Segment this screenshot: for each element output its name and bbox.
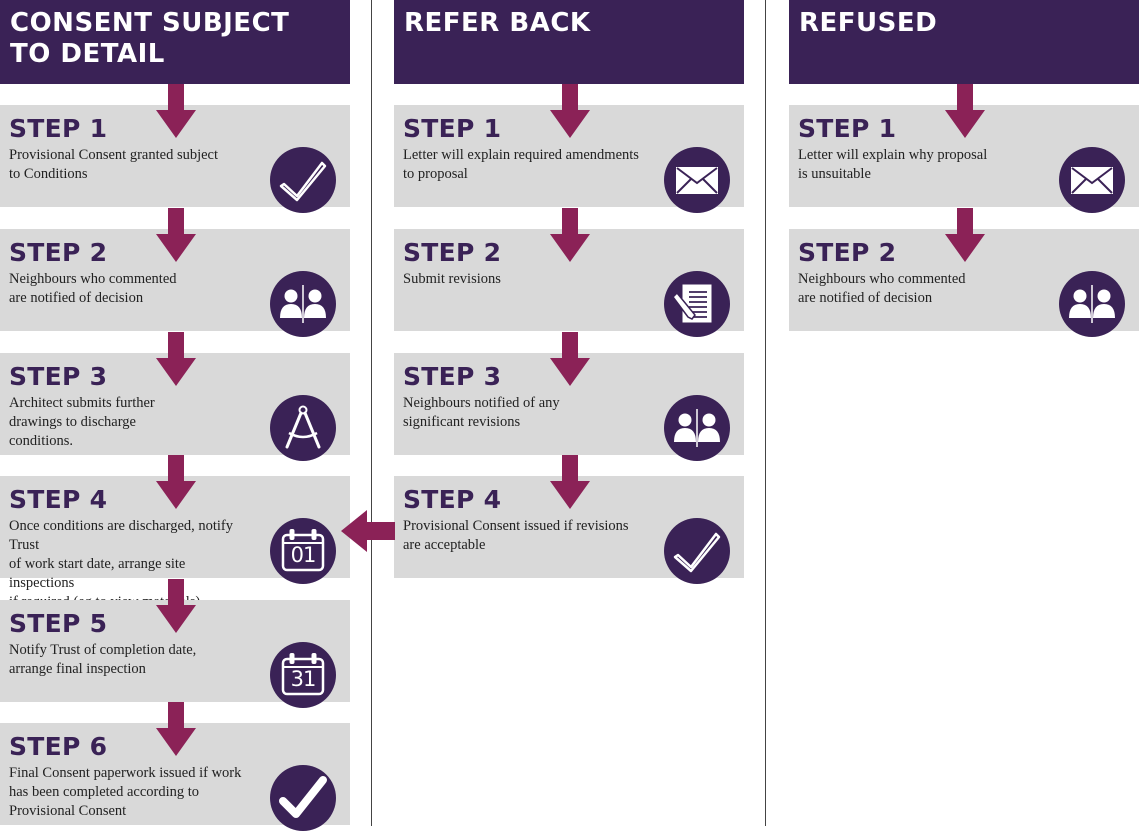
flow-arrow-down — [156, 332, 196, 386]
header-line: REFER BACK — [404, 8, 591, 38]
step-title: STEP 6 — [9, 732, 108, 761]
step-title: STEP 1 — [9, 114, 108, 143]
step-description-line: Once conditions are discharged, notify T… — [9, 518, 234, 553]
calendar-icon: 31 — [270, 642, 336, 708]
calendar-date: 01 — [290, 543, 317, 567]
step-description: Provisional Consent granted subject to Co… — [9, 146, 254, 184]
step-description-line: Provisional Consent — [9, 803, 127, 819]
flow-arrow-down — [156, 208, 196, 262]
step-description-line: Letter will explain required amendments — [403, 147, 639, 163]
step-title: STEP 1 — [403, 114, 502, 143]
step-description: Final Consent paperwork issued if work ha… — [9, 764, 254, 821]
neighbours-icon — [664, 395, 730, 461]
flow-arrow-down — [156, 84, 196, 138]
step-description: Submit revisions — [403, 270, 648, 289]
step-description-line: are notified of decision — [798, 290, 933, 306]
step-description: Neighbours notified of any significant re… — [403, 394, 648, 432]
flow-arrow-down — [945, 84, 985, 138]
flow-arrow-down — [550, 455, 590, 509]
step-description-line: significant revisions — [403, 414, 521, 430]
step-box: STEP 1 Letter will explain required amend… — [394, 105, 744, 213]
calendar-icon: 01 — [270, 518, 336, 584]
step-description-line: Submit revisions — [403, 271, 501, 287]
step-description: Neighbours who commented are notified of … — [798, 270, 1043, 308]
step-description-line: drawings to discharge — [9, 414, 136, 430]
step-description-line: Final Consent paperwork issued if work — [9, 765, 242, 781]
flow-arrow-left — [341, 510, 395, 552]
step-description-line: has been completed according to — [9, 784, 200, 800]
header-line: CONSENT SUBJECT — [10, 8, 290, 38]
column-header: REFUSED — [789, 0, 1139, 84]
step-box: STEP 3 Architect submits further drawings … — [0, 353, 350, 461]
step-description-line: to proposal — [403, 166, 468, 182]
envelope-icon — [664, 147, 730, 213]
step-description: Letter will explain why proposal is unsui… — [798, 146, 1043, 184]
checkmark-icon — [664, 518, 730, 584]
header-line: REFUSED — [799, 8, 938, 38]
step-description: Once conditions are discharged, notify T… — [9, 517, 254, 612]
step-description-line: to Conditions — [9, 166, 88, 182]
compass-icon — [270, 395, 336, 461]
column-divider — [765, 0, 766, 826]
step-description-line: Neighbours who commented — [9, 271, 177, 287]
step-description-line: of work start date, arrange site inspect… — [9, 556, 186, 591]
step-description-line: Provisional Consent issued if revisions — [403, 518, 629, 534]
step-description-line: are notified of decision — [9, 290, 144, 306]
flow-arrow-down — [550, 84, 590, 138]
step-description-line: are acceptable — [403, 537, 486, 553]
step-description: Notify Trust of completion date, arrange … — [9, 641, 254, 679]
step-description-line: Provisional Consent granted subject — [9, 147, 219, 163]
header-line: TO DETAIL — [10, 39, 165, 69]
step-description-line: is unsuitable — [798, 166, 871, 182]
checkmark-icon — [270, 147, 336, 213]
step-description-line: Architect submits further — [9, 395, 155, 411]
step-title: STEP 2 — [9, 238, 108, 267]
step-description: Neighbours who commented are notified of … — [9, 270, 254, 308]
step-title: STEP 4 — [403, 485, 502, 514]
step-title: STEP 1 — [798, 114, 897, 143]
step-description-line: Notify Trust of completion date, — [9, 642, 197, 658]
flow-arrow-down — [156, 579, 196, 633]
flow-arrow-down — [156, 455, 196, 509]
step-title: STEP 4 — [9, 485, 108, 514]
step-title: STEP 3 — [403, 362, 502, 391]
flow-arrow-down — [550, 332, 590, 386]
neighbours-icon — [1059, 271, 1125, 337]
flow-arrow-down — [945, 208, 985, 262]
step-description-line: Neighbours notified of any — [403, 395, 560, 411]
step-description: Letter will explain required amendments t… — [403, 146, 648, 184]
calendar-date: 31 — [290, 667, 317, 691]
step-title: STEP 5 — [9, 609, 108, 638]
step-description: Architect submits further drawings to dis… — [9, 394, 254, 451]
flow-arrow-down — [550, 208, 590, 262]
flow-arrow-down — [156, 702, 196, 756]
step-description-line: Letter will explain why proposal — [798, 147, 988, 163]
envelope-icon — [1059, 147, 1125, 213]
step-description-line: arrange final inspection — [9, 661, 146, 677]
step-description-line: conditions. — [9, 433, 74, 449]
bold-checkmark-icon — [270, 765, 336, 831]
document-pen-icon — [664, 271, 730, 337]
step-title: STEP 2 — [403, 238, 502, 267]
step-description-line: Neighbours who commented — [798, 271, 966, 287]
step-title: STEP 3 — [9, 362, 108, 391]
step-title: STEP 2 — [798, 238, 897, 267]
column-header: REFER BACK — [394, 0, 744, 84]
step-box: STEP 2 Submit revisions — [394, 229, 744, 337]
column-divider — [371, 0, 372, 826]
neighbours-icon — [270, 271, 336, 337]
step-description: Provisional Consent issued if revisions a… — [403, 517, 648, 555]
step-box: STEP 1 Provisional Consent granted subjec… — [0, 105, 350, 213]
